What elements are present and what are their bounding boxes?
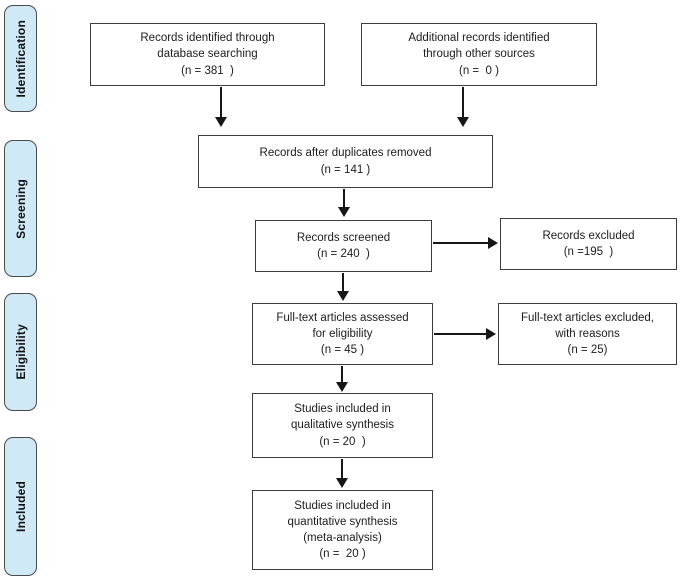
box-quantitative-synthesis: Studies included in quantitative synthes… bbox=[252, 490, 433, 570]
arrow-down-icon bbox=[336, 478, 348, 488]
stage-included-label: Included bbox=[13, 481, 28, 532]
box-records-screened-text: Records screened (n = 240 ) bbox=[296, 231, 391, 260]
arrow-line bbox=[341, 366, 343, 384]
box-qualitative-synthesis: Studies included in qualitative synthesi… bbox=[252, 393, 433, 458]
arrow-line bbox=[342, 273, 344, 293]
box-additional-records-other-sources-text: Additional records identified through ot… bbox=[408, 32, 550, 77]
box-additional-records-other-sources: Additional records identified through ot… bbox=[361, 23, 597, 86]
arrow-down-icon bbox=[336, 382, 348, 392]
stage-eligibility: Eligibility bbox=[4, 293, 37, 411]
arrow-down-icon bbox=[215, 117, 227, 127]
stage-identification: Identification bbox=[4, 5, 37, 112]
box-records-excluded: Records excluded (n =195 ) bbox=[500, 218, 677, 270]
arrow-line bbox=[462, 87, 464, 118]
box-records-after-duplicates-removed: Records after duplicates removed (n = 14… bbox=[198, 135, 493, 188]
box-records-identified-database-text: Records identified through database sear… bbox=[140, 32, 275, 77]
arrow-right-icon bbox=[486, 328, 496, 340]
box-fulltext-assessed-text: Full-text articles assessed for eligibil… bbox=[276, 311, 409, 357]
arrow-down-icon bbox=[457, 117, 469, 127]
stage-eligibility-label: Eligibility bbox=[13, 324, 28, 380]
arrow-line bbox=[434, 333, 487, 335]
box-qualitative-synthesis-text: Studies included in qualitative synthesi… bbox=[291, 403, 394, 448]
stage-identification-label: Identification bbox=[13, 19, 28, 98]
box-records-after-duplicates-removed-text: Records after duplicates removed (n = 14… bbox=[259, 147, 432, 176]
stage-screening: Screening bbox=[4, 140, 37, 277]
stage-screening-label: Screening bbox=[13, 178, 28, 239]
box-records-screened: Records screened (n = 240 ) bbox=[255, 220, 432, 272]
arrow-right-icon bbox=[488, 237, 498, 249]
box-quantitative-synthesis-text: Studies included in quantitative synthes… bbox=[287, 499, 398, 561]
box-records-identified-database: Records identified through database sear… bbox=[90, 23, 325, 86]
arrow-line bbox=[343, 189, 345, 209]
arrow-line bbox=[220, 87, 222, 118]
arrow-down-icon bbox=[337, 291, 349, 301]
arrow-down-icon bbox=[338, 207, 350, 217]
box-fulltext-assessed: Full-text articles assessed for eligibil… bbox=[252, 303, 433, 365]
arrow-line bbox=[433, 242, 489, 244]
arrow-line bbox=[341, 459, 343, 480]
box-fulltext-excluded-text: Full-text articles excluded, with reason… bbox=[521, 311, 654, 357]
box-records-excluded-text: Records excluded (n =195 ) bbox=[542, 229, 635, 258]
box-fulltext-excluded: Full-text articles excluded, with reason… bbox=[498, 303, 677, 365]
stage-included: Included bbox=[4, 437, 37, 576]
